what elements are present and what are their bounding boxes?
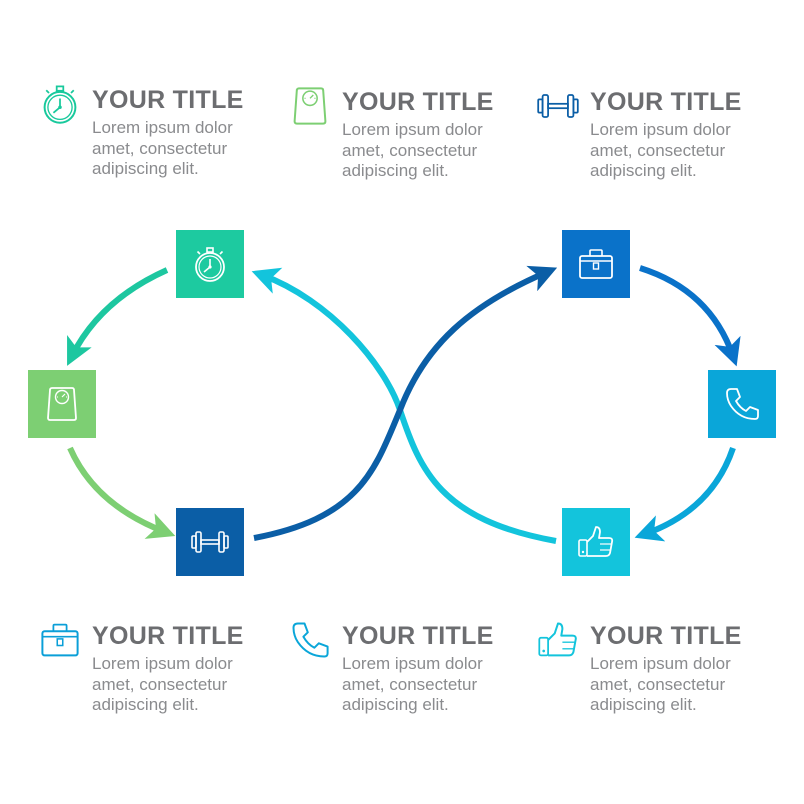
node-phone (708, 370, 776, 438)
arrow-scale-to-dumbbell (67, 446, 176, 539)
scale-icon (293, 87, 327, 125)
card-description-line: Lorem ipsum dolor (342, 120, 483, 139)
card-description-line: adipiscing elit. (92, 159, 199, 178)
card-title: YOUR TITLE (342, 88, 494, 116)
card-description-line: Lorem ipsum dolor (590, 654, 731, 673)
node-dumbbell (176, 508, 244, 576)
node-stopwatch (176, 230, 244, 298)
dumbbell-icon (191, 531, 229, 553)
thumbs-up-icon (578, 526, 614, 557)
stopwatch-icon (195, 247, 225, 282)
card-description-line: Lorem ipsum dolor (92, 118, 233, 137)
arrow-thumbs-to-stopwatch (251, 267, 557, 544)
arrow-dumbbell-to-briefcase (253, 265, 558, 541)
card-description-line: adipiscing elit. (342, 161, 449, 180)
arrow-briefcase-to-phone (639, 265, 741, 367)
phone-icon (292, 622, 329, 658)
card-title: YOUR TITLE (590, 622, 742, 650)
dumbbell-icon (537, 94, 579, 118)
node-box (562, 508, 630, 576)
card-description-line: amet, consectetur (590, 674, 726, 694)
card-description-line: Lorem ipsum dolor (92, 654, 233, 673)
card-description-line: amet, consectetur (590, 140, 726, 160)
phone-icon (726, 388, 759, 420)
card-title: YOUR TITLE (590, 88, 742, 116)
node-box (562, 230, 630, 298)
card-title: YOUR TITLE (92, 86, 244, 114)
stopwatch-icon (43, 85, 77, 124)
node-thumbs-up (562, 508, 630, 576)
card-description-line: Lorem ipsum dolor (590, 120, 731, 139)
scale-icon (47, 387, 77, 421)
card-description-line: adipiscing elit. (590, 161, 697, 180)
thumbs-up-icon (538, 622, 577, 657)
briefcase-icon (579, 249, 613, 279)
card-description-line: adipiscing elit. (590, 695, 697, 714)
card-description-line: adipiscing elit. (342, 695, 449, 714)
node-box (708, 370, 776, 438)
card-description-line: Lorem ipsum dolor (342, 654, 483, 673)
card-description-line: amet, consectetur (342, 674, 478, 694)
briefcase-icon (41, 623, 79, 657)
card-description-line: adipiscing elit. (92, 695, 199, 714)
arrow-stopwatch-to-scale (67, 267, 169, 366)
card-description-line: amet, consectetur (342, 140, 478, 160)
card-description-line: amet, consectetur (92, 674, 228, 694)
node-scale (28, 370, 96, 438)
card-description-line: amet, consectetur (92, 138, 228, 158)
node-box (176, 508, 244, 576)
arrow-phone-to-thumbs (634, 447, 736, 542)
card-title: YOUR TITLE (342, 622, 494, 650)
node-briefcase (562, 230, 630, 298)
card-title: YOUR TITLE (92, 622, 244, 650)
